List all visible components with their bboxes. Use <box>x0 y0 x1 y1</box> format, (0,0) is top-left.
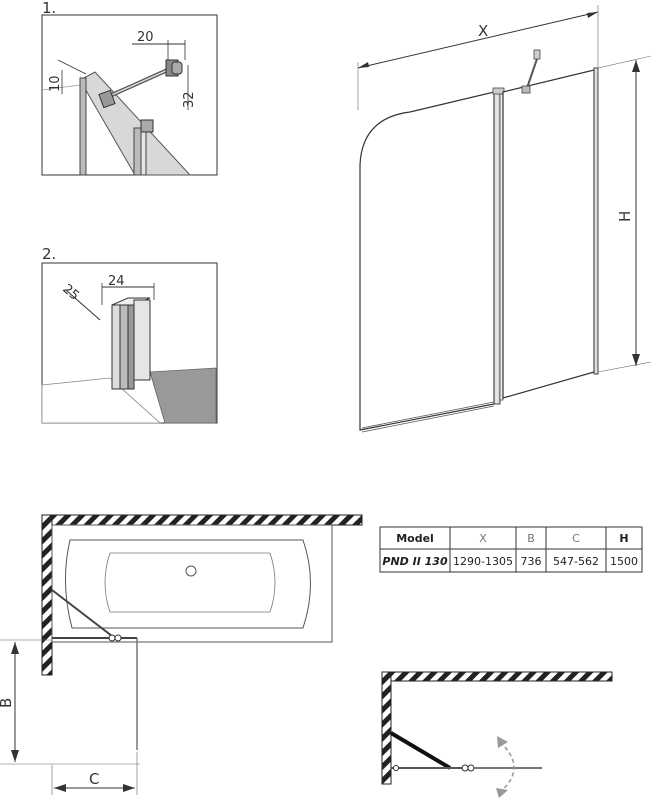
fixed-glass-panel <box>359 91 495 431</box>
swing-fixed-panel <box>389 731 452 770</box>
plan-offset-label: C <box>89 770 99 788</box>
table-header-x: X <box>479 532 487 545</box>
height-label: H <box>616 211 634 222</box>
detail-2-number: 2. <box>42 245 56 263</box>
detail-2-dim-top: 24 <box>108 274 125 289</box>
swing-detail <box>381 671 613 798</box>
detail-2-floor <box>149 367 217 424</box>
table-header-h: H <box>619 532 628 545</box>
table-header-model: Model <box>396 532 434 545</box>
width-dimension-line <box>357 11 599 69</box>
width-label: X <box>478 22 488 40</box>
rotation-arrow <box>499 741 515 793</box>
detail-1-dim-right: 32 <box>182 91 197 108</box>
stabilizer-bar <box>526 55 539 89</box>
detail-1-number: 1. <box>42 0 56 17</box>
plan-wall-left <box>41 514 53 676</box>
bathtub-basin <box>65 539 311 629</box>
table-header-c: C <box>572 532 580 545</box>
table-cell-x: 1290-1305 <box>453 555 513 568</box>
spec-table: Model X B C H PND II 130 1290-1305 736 5… <box>379 526 643 573</box>
detail-1: 1. 20 10 32 <box>41 0 218 176</box>
detail-2-profile <box>111 304 121 390</box>
detail-2: 2. 24 25 <box>41 245 218 424</box>
hinge-profile <box>493 91 501 405</box>
swing-glass-panel <box>502 69 595 399</box>
plan-glass-open <box>51 589 113 637</box>
plan-wall-top <box>41 514 363 526</box>
swing-wall-top <box>381 671 613 682</box>
detail-1-dim-left: 10 <box>48 75 63 92</box>
table-cell-model: PND II 130 <box>382 555 448 568</box>
table-header-b: B <box>527 532 535 545</box>
drain <box>185 565 197 577</box>
plan-depth-label: B <box>0 698 15 708</box>
table-cell-b: 736 <box>521 555 542 568</box>
plan-view: B C <box>0 514 363 795</box>
table-cell-c: 547-562 <box>553 555 599 568</box>
table-cell-h: 1500 <box>610 555 638 568</box>
main-view: X H <box>357 5 651 433</box>
detail-1-dim-top: 20 <box>137 30 154 45</box>
swing-wall-left <box>381 671 392 785</box>
